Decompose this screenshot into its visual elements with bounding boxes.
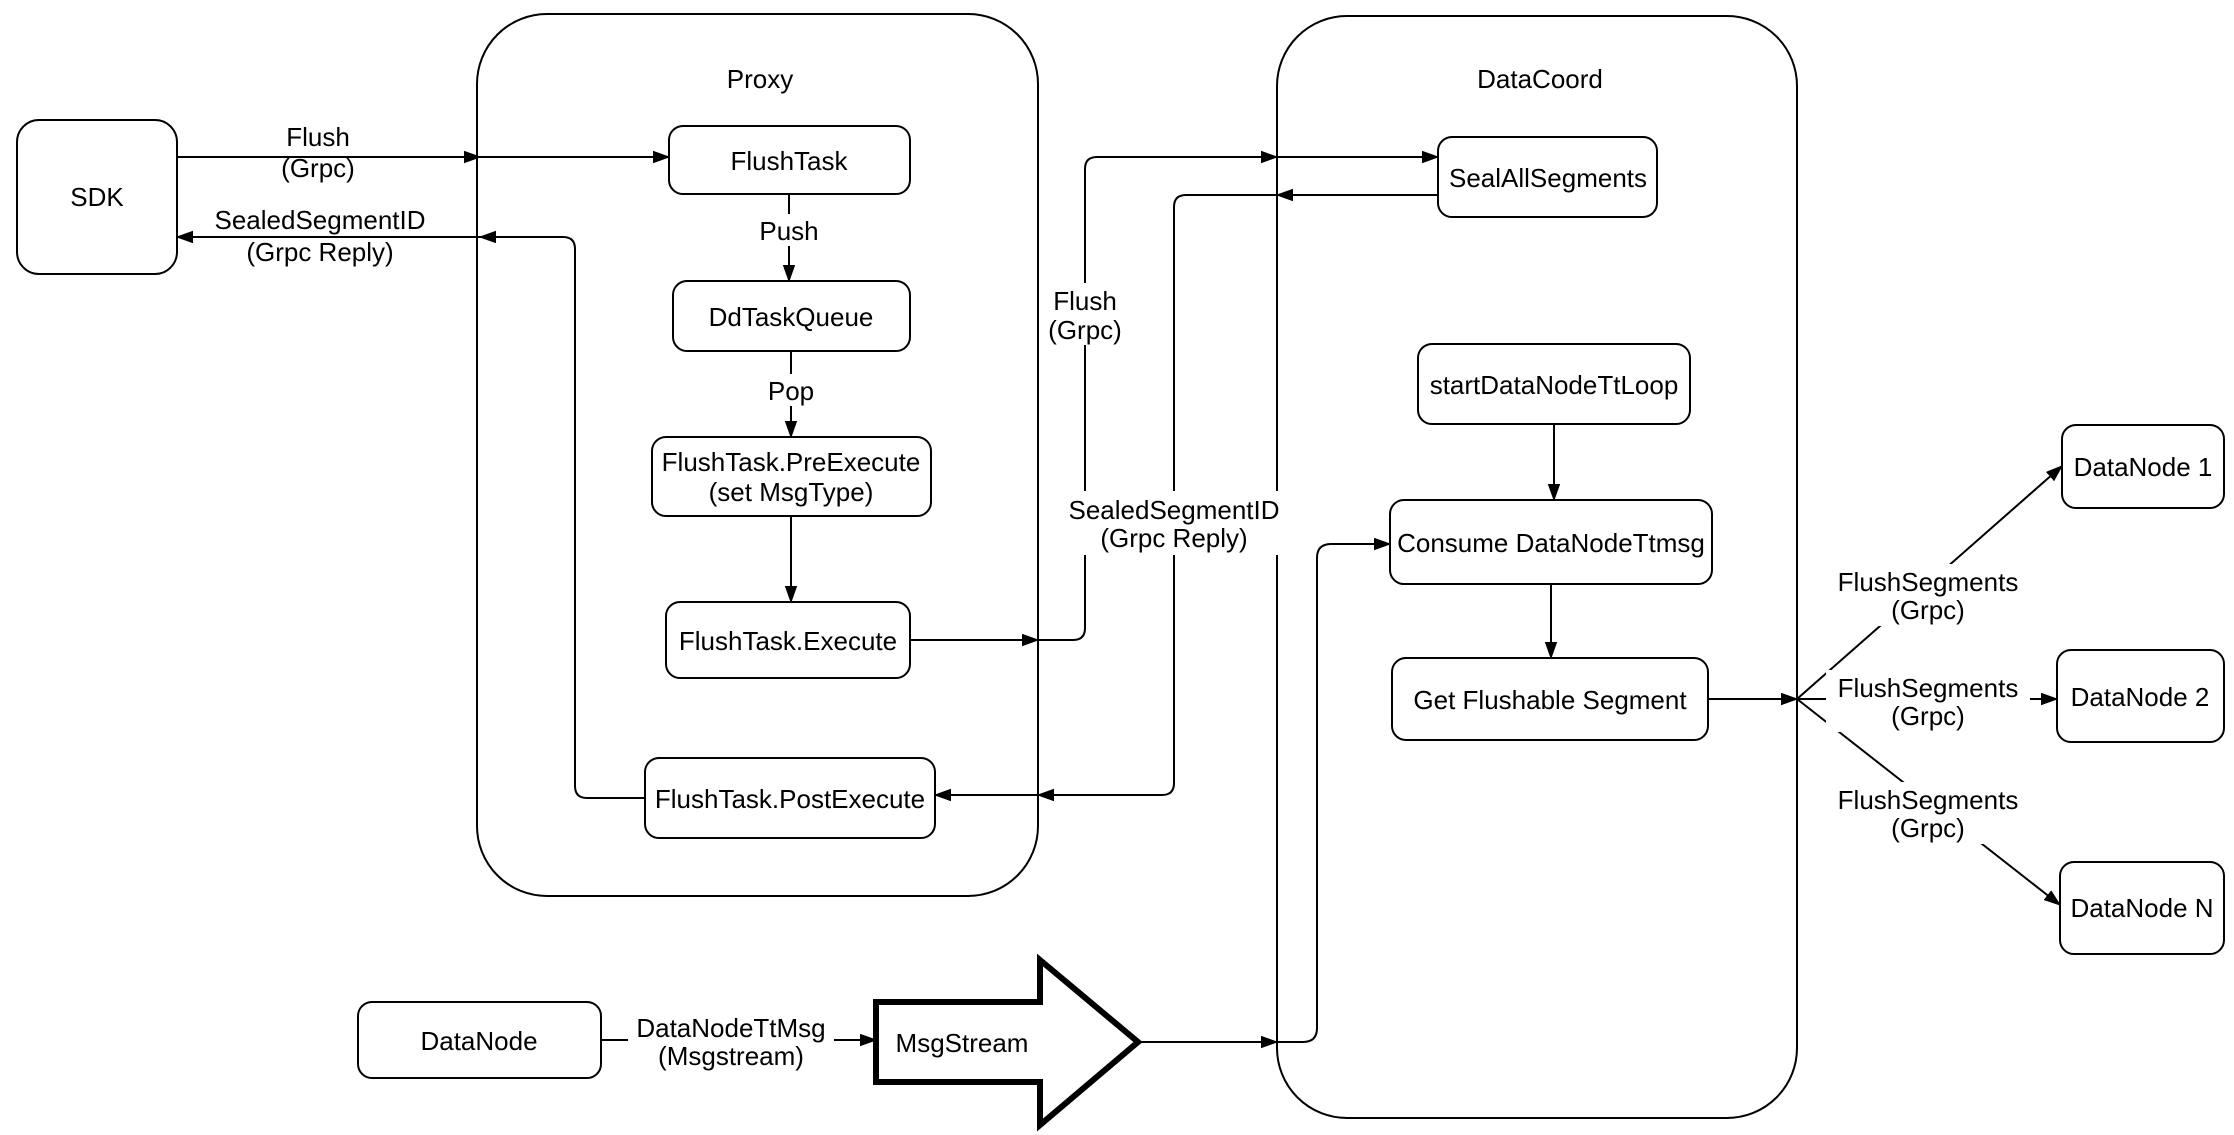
flushsegments2-label-line1: FlushSegments (1838, 673, 2019, 703)
node-datanode1 (2061, 424, 2225, 509)
datanode2-label: DataNode 2 (2071, 682, 2210, 712)
reply-mid-label-line2: (Grpc Reply) (1100, 523, 1247, 553)
preexecute-label-line1: FlushTask.PreExecute (662, 447, 921, 477)
label-bg-reply-mid (1066, 491, 1282, 555)
flush-mid-label-line2: (Grpc) (1048, 315, 1122, 345)
msgstream-label: MsgStream (896, 1028, 1029, 1058)
datacoord-container (1276, 15, 1798, 1119)
node-sdk (16, 119, 178, 275)
startdatanodettloop-label: startDataNodeTtLoop (1430, 370, 1679, 400)
getflushablesegment-label: Get Flushable Segment (1413, 685, 1687, 715)
execute-label: FlushTask.Execute (679, 626, 897, 656)
node-execute (665, 601, 911, 679)
node-sealallsegments (1437, 136, 1658, 218)
consumedatanodettmsg-label: Consume DataNodeTtmsg (1397, 528, 1705, 558)
reply-sdk-label-line2: (Grpc Reply) (246, 237, 393, 267)
node-consumedatanodettmsg (1389, 499, 1713, 585)
push-label: Push (759, 216, 818, 246)
node-datanode (357, 1001, 602, 1079)
label-bg-pop (759, 374, 823, 406)
flushsegments1-label-line1: FlushSegments (1838, 567, 2019, 597)
node-flushtask (668, 125, 911, 195)
datanodettmsg-label-line2: (Msgstream) (658, 1041, 804, 1071)
label-bg-flushsegments2 (1826, 670, 2030, 732)
sdk-label: SDK (70, 182, 124, 212)
proxy-title: Proxy (727, 64, 793, 94)
reply-mid-label-line1: SealedSegmentID (1068, 495, 1279, 525)
pop-label: Pop (768, 376, 814, 406)
flushtask-label: FlushTask (730, 146, 848, 176)
label-bg-flushsegments1 (1826, 564, 2030, 626)
edge-msgstream-to-consume (1277, 544, 1390, 1043)
reply-sdk-label-line1: SealedSegmentID (214, 205, 425, 235)
msgstream-block-arrow (873, 953, 1143, 1132)
datacoord-title: DataCoord (1477, 64, 1603, 94)
node-datanode2 (2056, 649, 2225, 743)
label-bg-datanodettmsg (628, 1010, 834, 1074)
ddtaskqueue-label: DdTaskQueue (709, 302, 874, 332)
flushsegments3-label-line2: (Grpc) (1891, 813, 1965, 843)
label-bg-push (752, 214, 826, 246)
node-ddtaskqueue (672, 280, 911, 352)
node-datanoden (2059, 861, 2225, 955)
flush-sdk-label-line1: Flush (286, 122, 350, 152)
label-bg-flush-mid (1040, 283, 1130, 345)
proxy-container (476, 13, 1039, 897)
preexecute-label-line2: (set MsgType) (709, 477, 874, 507)
flushsegments2-label-line2: (Grpc) (1891, 701, 1965, 731)
node-getflushablesegment (1391, 657, 1709, 741)
datanode1-label: DataNode 1 (2074, 452, 2213, 482)
flush-sdk-label-line2: (Grpc) (281, 153, 355, 183)
flushsegments1-label-line2: (Grpc) (1891, 595, 1965, 625)
sealallsegments-label: SealAllSegments (1449, 163, 1647, 193)
node-preexecute (651, 436, 932, 517)
node-postexecute (644, 757, 936, 839)
edge-postexecute-to-proxy-edge (480, 237, 645, 799)
datanode-label: DataNode (420, 1026, 537, 1056)
postexecute-label: FlushTask.PostExecute (655, 784, 925, 814)
datanoden-label: DataNode N (2070, 893, 2213, 923)
flushsegments3-label-line1: FlushSegments (1838, 785, 2019, 815)
flush-mid-label-line1: Flush (1053, 286, 1117, 316)
node-startdatanodettloop (1417, 343, 1691, 425)
edge-flush-up-to-datacoord (1038, 157, 1277, 641)
label-bg-flushsegments3 (1826, 782, 2030, 844)
datanodettmsg-label-line1: DataNodeTtMsg (636, 1013, 825, 1043)
